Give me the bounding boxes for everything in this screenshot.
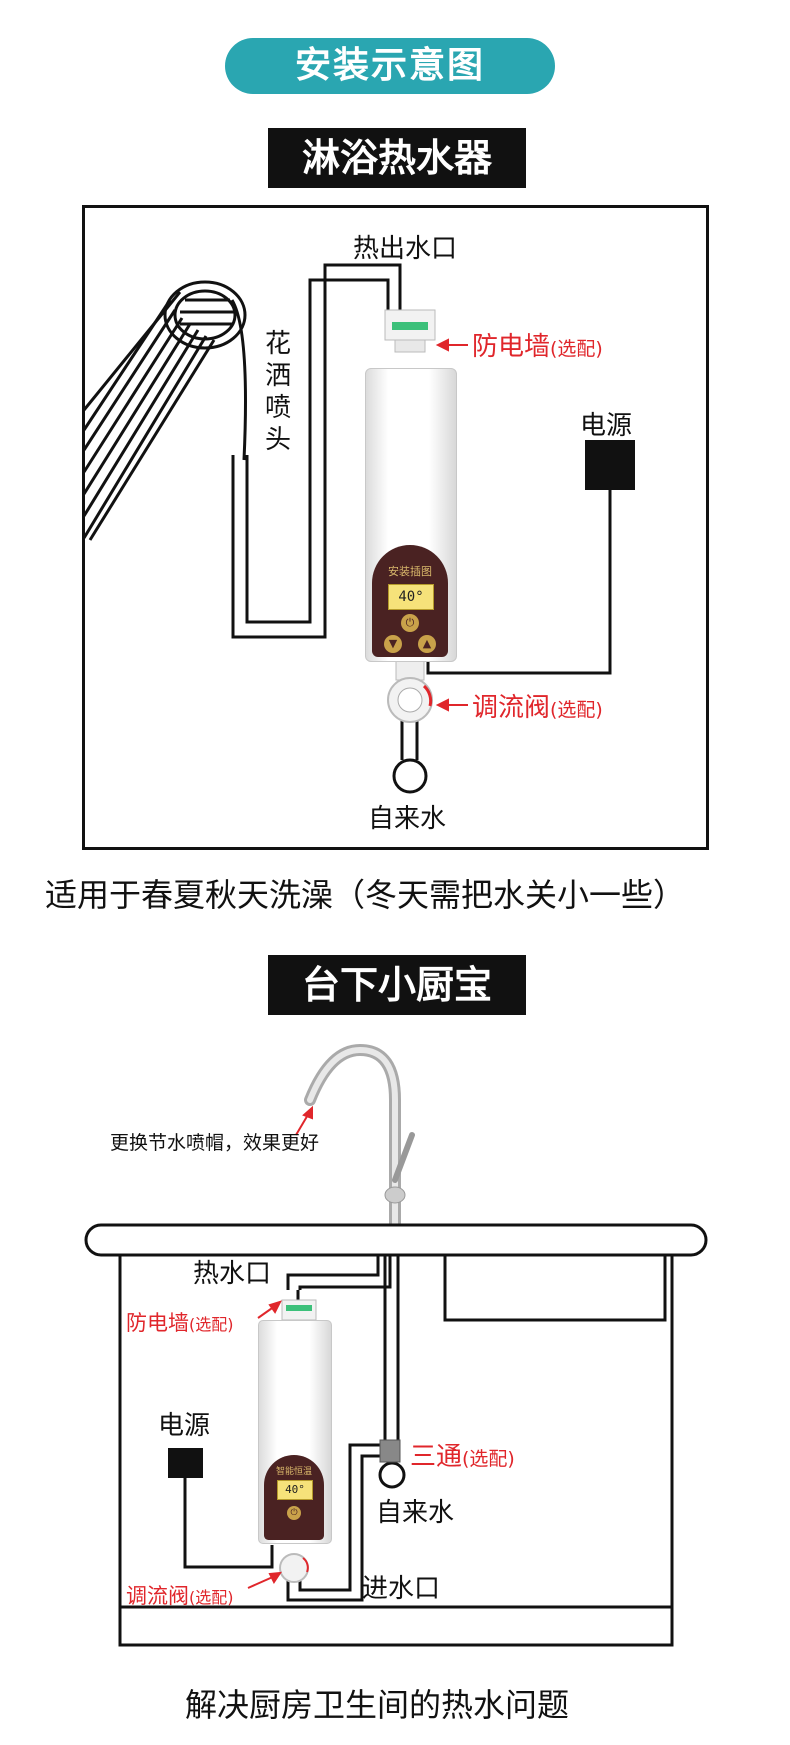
power-cable: [426, 490, 612, 675]
inlet-pipe: [392, 720, 428, 794]
power-socket-icon: [585, 440, 635, 490]
power-cable-kitchen: [183, 1475, 274, 1569]
optional-tag: (选配): [550, 338, 603, 360]
tap-water-label: 自来水: [368, 804, 447, 834]
anti-shock-fitting-kitchen-icon: [281, 1299, 317, 1321]
hot-pipe-kitchen: [286, 1255, 392, 1305]
tee-text: 三通: [410, 1442, 463, 1472]
up-button-icon: ▲: [418, 635, 436, 653]
shower-section-title: 淋浴热水器: [268, 128, 526, 188]
optional-tag: (选配): [550, 699, 603, 721]
optional-tag: (选配): [189, 1315, 234, 1334]
power-label: 电源: [580, 411, 633, 441]
arrow-flow-valve: [435, 698, 468, 712]
hot-outlet-label: 热出水口: [353, 234, 458, 264]
inlet-label: 进水口: [362, 1574, 441, 1604]
kitchen-flow-valve-label: 调流阀(选配): [126, 1580, 234, 1610]
kitchen-anti-shock-label: 防电墙(选配): [126, 1307, 234, 1337]
anti-shock-text: 防电墙: [126, 1311, 189, 1335]
flow-valve-kitchen-icon: [279, 1553, 309, 1583]
kitchen-power-button-icon: ⏻: [287, 1506, 301, 1520]
arrow-anti-shock: [435, 338, 468, 352]
arrow-anti-shock-kitchen: [257, 1300, 282, 1319]
shower-head-char: 头: [264, 425, 291, 455]
temperature-display: 40°: [388, 584, 434, 610]
page-title: 安装示意图: [225, 38, 555, 94]
shower-caption: 适用于春夏秋天洗澡（冬天需把水关小一些）: [45, 876, 686, 914]
flow-valve-label: 调流阀(选配): [472, 687, 603, 724]
anti-shock-text: 防电墙: [472, 332, 551, 362]
shower-head-char: 洒: [264, 361, 291, 391]
arrow-flow-valve-kitchen: [247, 1571, 283, 1589]
cold-pipe-kitchen: [286, 1255, 406, 1602]
arrow-nozzle: [295, 1105, 313, 1136]
flow-valve-text: 调流阀: [126, 1584, 189, 1608]
shower-head-char: 喷: [264, 393, 291, 423]
kitchen-temperature-display: 40°: [277, 1480, 313, 1500]
tee-fitting-icon: [379, 1439, 401, 1463]
kitchen-tap-water-label: 自来水: [376, 1498, 455, 1528]
nozzle-tip-label: 更换节水喷帽，效果更好: [110, 1132, 320, 1154]
shower-head-icon: [84, 280, 247, 541]
kitchen-power-label: 电源: [158, 1411, 211, 1441]
kitchen-faucet-icon: [304, 1043, 415, 1231]
cabinet-outline: [118, 1255, 674, 1647]
countertop: [84, 1223, 708, 1257]
power-button-icon: ⏻: [401, 614, 419, 632]
kitchen-brand-label: 智能恒温: [275, 1467, 312, 1477]
kitchen-caption: 解决厨房卫生间的热水问题: [185, 1686, 570, 1724]
power-socket-kitchen-icon: [168, 1448, 203, 1478]
optional-tag: (选配): [462, 1448, 515, 1470]
anti-shock-fitting-icon: [384, 309, 436, 353]
down-button-icon: ▼: [384, 635, 402, 653]
flow-valve-text: 调流阀: [472, 693, 551, 723]
anti-shock-label: 防电墙(选配): [472, 326, 603, 363]
optional-tag: (选配): [189, 1588, 234, 1607]
shower-head-label: 花 洒 喷 头: [263, 328, 293, 456]
tee-label: 三通(选配): [410, 1436, 515, 1473]
hot-water-hose: [231, 263, 402, 639]
brand-label: 安装插图: [388, 565, 432, 578]
flow-valve-icon: [387, 659, 433, 723]
kitchen-section-title: 台下小厨宝: [268, 955, 526, 1015]
kitchen-hot-outlet-label: 热水口: [193, 1259, 272, 1289]
shower-head-char: 花: [264, 329, 291, 359]
